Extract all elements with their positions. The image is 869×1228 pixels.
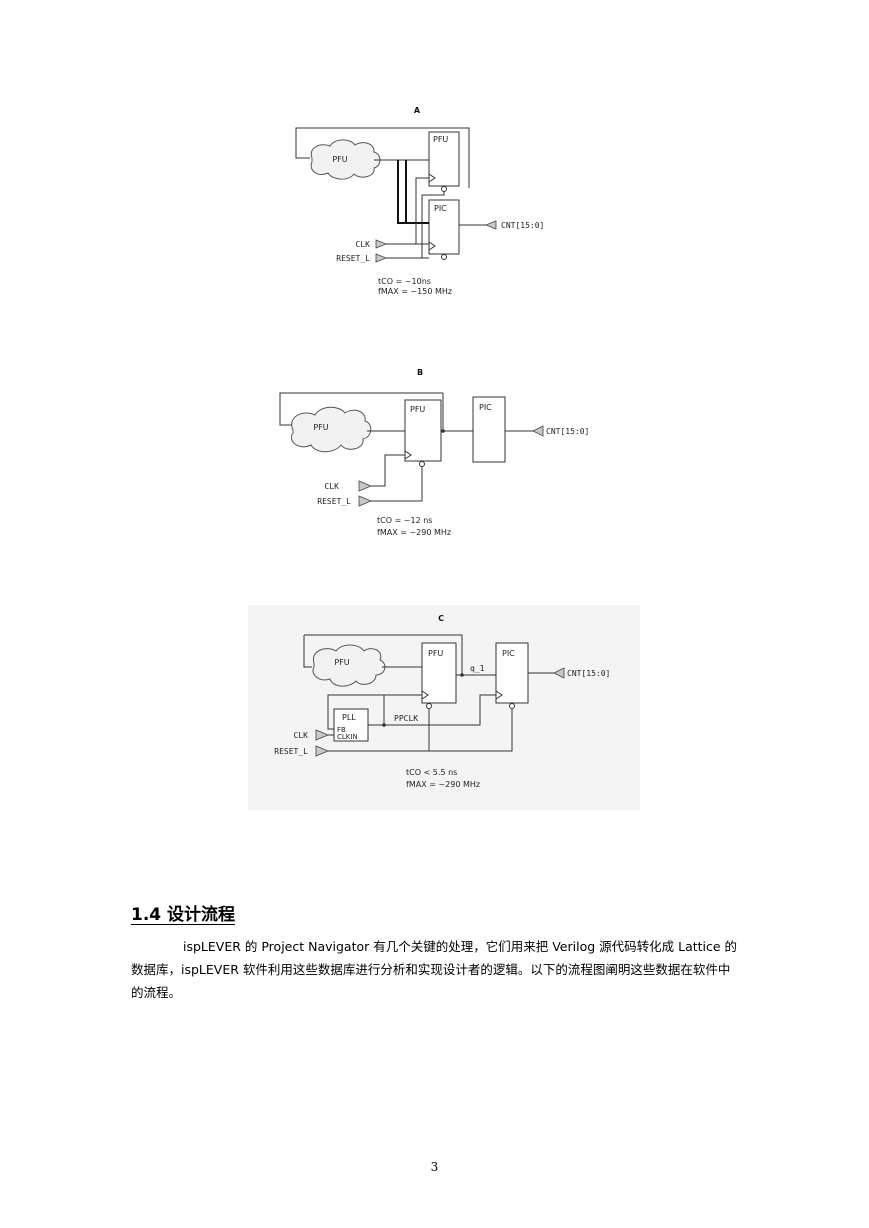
pfu-logic-cloud <box>291 406 372 453</box>
section-heading: 1.4 设计流程 <box>131 905 236 925</box>
pic-register-label: PIC <box>434 204 447 213</box>
output-label: CNT[15:0] <box>501 221 544 230</box>
output-label: CNT[15:0] <box>567 669 610 678</box>
reset-label: RESET_L <box>317 497 351 506</box>
pll-block <box>333 708 369 742</box>
reset-label: RESET_L <box>336 254 370 263</box>
pfu-logic-cloud <box>312 644 386 687</box>
fmax-label: fMAX = ~290 MHz <box>377 528 451 537</box>
cloud-label: PFU <box>332 155 347 164</box>
pic-register <box>472 396 506 463</box>
cloud-label: PFU <box>313 423 328 432</box>
page-number: 3 <box>430 1160 439 1174</box>
cloud-label: PFU <box>334 658 349 667</box>
pic-register-label: PIC <box>502 649 515 658</box>
clk-label: CLK <box>325 482 340 491</box>
tco-label: tCO = ~10ns <box>378 277 431 286</box>
tco-label: tCO < 5.5 ns <box>406 768 457 777</box>
fmax-label: fMAX = ~150 MHz <box>378 287 452 296</box>
output-label: CNT[15:0] <box>546 427 589 436</box>
diagram-title: B <box>417 368 423 377</box>
pll-fb-label: FB <box>337 726 346 734</box>
reset-label: RESET_L <box>274 747 308 756</box>
pll-clkin-label: CLKIN <box>337 733 358 741</box>
pic-register-label: PIC <box>479 403 492 412</box>
pfu-register-label: PFU <box>410 405 425 414</box>
diagram-background <box>248 605 640 810</box>
signal-q-label: q_1 <box>470 664 485 673</box>
clk-label: CLK <box>356 240 371 249</box>
pfu-register <box>404 399 442 462</box>
tco-label: tCO = ~12 ns <box>377 516 432 525</box>
pll-label: PLL <box>342 713 356 722</box>
circuit-diagram-c: C PFU PFU q_1 PIC CNT[15:0] PLL FB CLKIN… <box>248 605 640 810</box>
body-paragraph: ispLEVER 的 Project Navigator 有几个关键的处理，它们… <box>131 939 738 1000</box>
ppclk-label: PPCLK <box>394 714 418 723</box>
pfu-register <box>421 642 457 704</box>
clk-label: CLK <box>294 731 309 740</box>
diagram-title: C <box>438 614 444 623</box>
circuit-diagram-b: B PFU PFU PIC CNT[15:0] CLK RESET_L tCO … <box>279 368 589 537</box>
diagram-title: A <box>414 106 421 115</box>
pfu-logic-cloud <box>310 139 381 180</box>
pfu-register-label: PFU <box>433 135 448 144</box>
pfu-register-label: PFU <box>428 649 443 658</box>
fmax-label: fMAX = ~290 MHz <box>406 780 480 789</box>
circuit-diagram-a: A PFU PFU PIC CNT[15:0] CLK RESET_L tCO … <box>295 106 544 296</box>
